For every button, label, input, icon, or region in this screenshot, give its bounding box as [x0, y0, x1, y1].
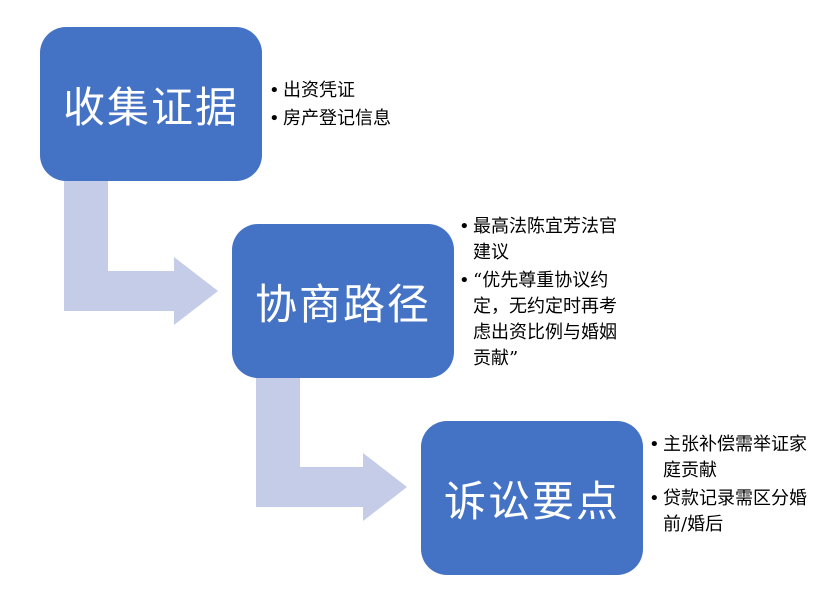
step-title: 协商路径 — [254, 279, 431, 329]
bullet-item: •主张补偿需举证家庭贡献 — [649, 432, 809, 484]
bullet-dot: • — [269, 108, 280, 129]
bent-arrow-2 — [256, 378, 407, 521]
bullet-dot: • — [649, 488, 660, 509]
bullet-dot: • — [649, 434, 660, 455]
bullet-text: “优先尊重协议约定，无约定时再考虑出资比例与婚姻贡献” — [473, 270, 617, 369]
bullet-item: •房产登记信息 — [269, 106, 439, 132]
bullet-item: •最高法陈宜芳法官建议 — [459, 214, 619, 266]
bullet-dot: • — [459, 270, 470, 291]
bullet-text: 最高法陈宜芳法官建议 — [473, 216, 617, 263]
step-title: 收集证据 — [62, 82, 239, 132]
step-title: 诉讼要点 — [443, 476, 620, 526]
bullet-item: •“优先尊重协议约定，无约定时再考虑出资比例与婚姻贡献” — [459, 268, 619, 372]
bullet-item: •出资凭证 — [269, 78, 439, 104]
bent-arrow-1 — [64, 181, 218, 325]
bullet-dot: • — [269, 80, 280, 101]
step-box-litigation-points: 诉讼要点 — [421, 421, 643, 575]
step-bullets-negotiation-path: •最高法陈宜芳法官建议 •“优先尊重协议约定，无约定时再考虑出资比例与婚姻贡献” — [459, 214, 619, 374]
bullet-item: •贷款记录需区分婚前/婚后 — [649, 486, 809, 538]
bullet-dot: • — [459, 216, 470, 237]
step-bullets-collect-evidence: •出资凭证 •房产登记信息 — [269, 78, 439, 134]
bullet-text: 主张补偿需举证家庭贡献 — [663, 434, 807, 481]
step-bullets-litigation-points: •主张补偿需举证家庭贡献 •贷款记录需区分婚前/婚后 — [649, 432, 809, 540]
step-box-negotiation-path: 协商路径 — [232, 224, 454, 378]
bullet-text: 房产登记信息 — [283, 108, 391, 129]
bullet-text: 出资凭证 — [283, 80, 355, 101]
step-box-collect-evidence: 收集证据 — [40, 27, 262, 181]
bullet-text: 贷款记录需区分婚前/婚后 — [663, 488, 807, 535]
